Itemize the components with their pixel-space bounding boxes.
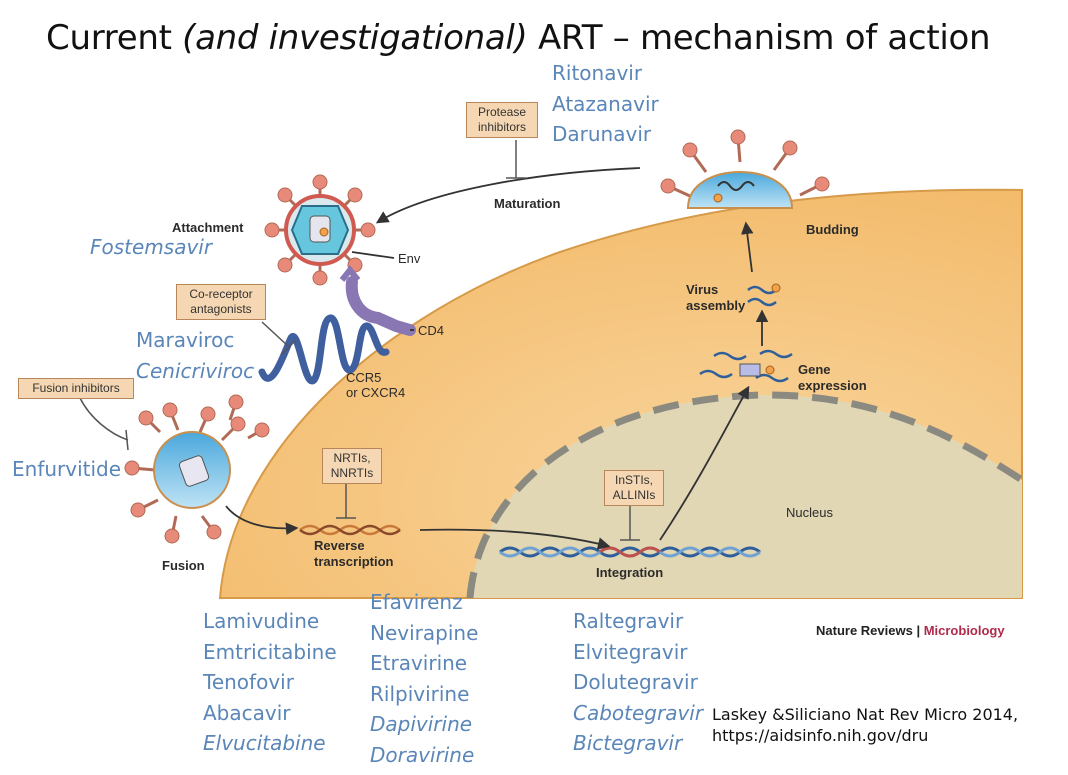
title-suffix: ART – mechanism of action: [527, 18, 991, 58]
cd4-receptor: [345, 276, 416, 336]
protease-box-label: Protease inhibitors: [477, 105, 527, 134]
gene-expression-rna: [699, 349, 793, 383]
drug-item: Rilpivirine: [370, 681, 470, 706]
fusing-virion: [124, 394, 270, 544]
fusion-drug: Enfurvitide: [12, 457, 122, 481]
attachment-label: Attachment: [172, 220, 244, 235]
drug-item: Efavirenz: [370, 590, 463, 614]
attachment-drug: Fostemsavir: [90, 235, 213, 259]
maturation-label: Maturation: [494, 196, 561, 211]
drug-item: Dapivirine: [370, 712, 473, 736]
drug-item: Atazanavir: [552, 91, 659, 116]
env-label: Env: [398, 251, 421, 266]
drug-item: Raltegravir: [573, 609, 684, 633]
protein-block: [739, 363, 761, 377]
coreceptor-box-label: Co-receptor antagonists: [189, 287, 253, 316]
drug-item: Cabotegravir: [573, 700, 704, 725]
protease-drug-list: Ritonavir Atazanavir Darunavir: [552, 58, 659, 150]
drug-item: Maraviroc: [136, 328, 235, 352]
journal-credit: Nature Reviews | Microbiology: [816, 623, 1005, 638]
attaching-virion: [264, 174, 376, 286]
rt-dna: [299, 524, 401, 536]
assembly-to-budding-arrow: [740, 221, 754, 273]
drug-item: Lamivudine: [203, 609, 320, 633]
fusion-inhibitors-box: Fusion inhibitors: [18, 378, 134, 399]
drug-item: Ritonavir: [552, 61, 643, 85]
drug-item: Elvitegravir: [573, 639, 688, 664]
coreceptor-drug-list: Maraviroc Cenicriviroc: [136, 325, 254, 386]
nucleus-label: Nucleus: [786, 505, 833, 520]
nnrti-drug-list: Efavirenz Nevirapine Etravirine Rilpivir…: [370, 587, 478, 770]
drug-item: Bictegravir: [573, 731, 683, 755]
maturation-arrow: [375, 167, 641, 224]
drug-item: Doravirine: [370, 742, 475, 767]
citation-line: Laskey &Siliciano Nat Rev Micro 2014,: [712, 705, 1019, 724]
fusion-box-label: Fusion inhibitors: [32, 381, 120, 395]
virus-assembly-label: Virus assembly: [686, 282, 746, 313]
integration-label: Integration: [596, 565, 664, 580]
journal-sep: |: [912, 623, 924, 638]
drug-item: Nevirapine: [370, 620, 479, 645]
journal-section: Microbiology: [923, 623, 1005, 638]
integration-to-expression-arrow: [659, 385, 750, 541]
drug-item: Darunavir: [552, 122, 652, 146]
rt-to-integration-arrow: [419, 528, 611, 550]
nrti-nnrti-box: NRTIs, NNRTIs: [322, 448, 382, 484]
journal-name: Nature Reviews: [816, 623, 913, 638]
citation: Laskey &Siliciano Nat Rev Micro 2014, ht…: [712, 704, 1018, 746]
fusion-to-rt-arrow: [225, 505, 299, 535]
drug-item: Elvucitabine: [203, 731, 326, 755]
fusion-inhibit-line: [79, 397, 129, 441]
drug-item: Etravirine: [370, 651, 468, 675]
citation-line: https://aidsinfo.nih.gov/dru: [712, 726, 929, 745]
reverse-transcription-label: Reverse transcription: [314, 538, 394, 569]
drug-item: Emtricitabine: [203, 639, 337, 664]
nuclear-membrane: [466, 391, 1024, 599]
nrti-box-label: NRTIs, NNRTIs: [330, 451, 374, 480]
drug-item: Tenofovir: [203, 670, 294, 694]
gene-expression-label: Gene expression: [798, 362, 867, 393]
protease-inhibitors-box: Protease inhibitors: [466, 102, 538, 138]
budding-virion: [660, 129, 830, 209]
assembly-rna: [747, 285, 777, 307]
insti-allini-box: InSTIs, ALLINIs: [604, 470, 664, 506]
insti-box-label: InSTIs, ALLINIs: [612, 473, 656, 502]
nrti-drug-list: Lamivudine Emtricitabine Tenofovir Abaca…: [203, 606, 337, 759]
slide-title: Current (and investigational) ART – mech…: [46, 18, 991, 58]
drug-item: Dolutegravir: [573, 670, 698, 694]
coreceptor-antagonists-box: Co-receptor antagonists: [176, 284, 266, 320]
cd4-label: CD4: [418, 323, 445, 338]
env-pointer: [351, 251, 395, 259]
title-italic: (and investigational): [182, 18, 528, 58]
insti-drug-list: Raltegravir Elvitegravir Dolutegravir Ca…: [573, 606, 703, 759]
title-prefix: Current: [46, 18, 183, 58]
ccr5-coreceptor: [258, 314, 390, 385]
coreceptor-inhibit-line: [261, 321, 289, 347]
drug-item: Abacavir: [203, 700, 291, 725]
budding-label: Budding: [806, 222, 859, 237]
drug-item: Cenicriviroc: [136, 358, 255, 383]
ccr5-label: CCR5 or CXCR4: [346, 370, 406, 400]
fusion-label: Fusion: [162, 558, 205, 573]
